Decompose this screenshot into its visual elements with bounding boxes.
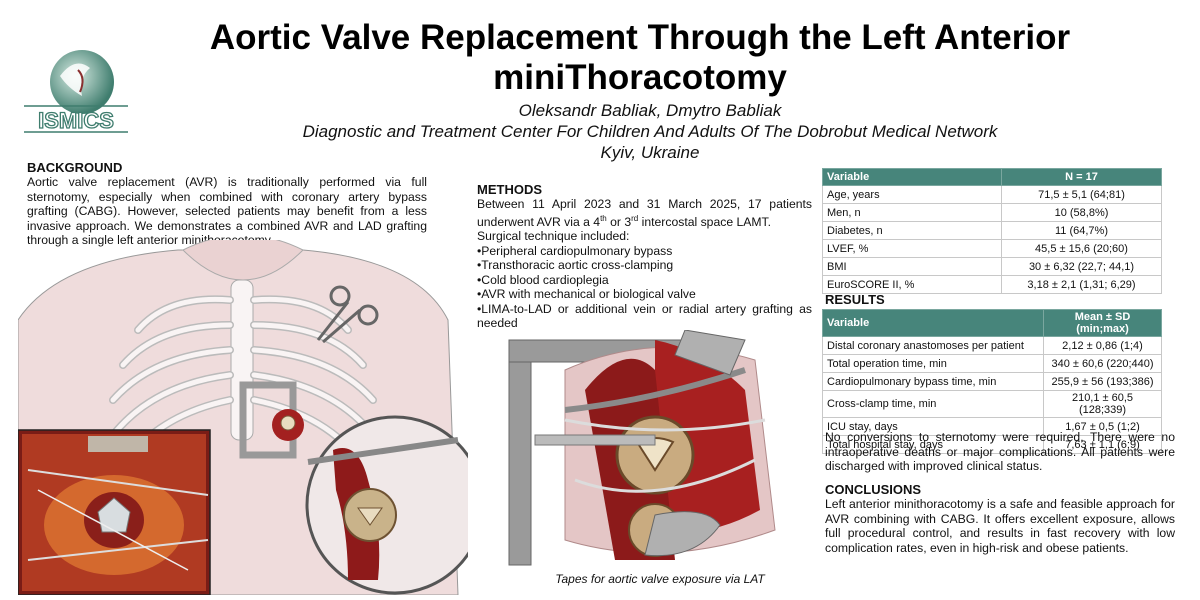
results-text: No conversions to sternotomy were requir… bbox=[825, 430, 1175, 473]
chest-illustration bbox=[17, 234, 485, 596]
table-cell: 30 ± 6,32 (22,7; 44,1) bbox=[1001, 257, 1162, 276]
location: Kyiv, Ukraine bbox=[600, 143, 700, 162]
logo-text: ISMICS bbox=[38, 108, 114, 133]
table-cell: 45,5 ± 15,6 (20;60) bbox=[1001, 239, 1162, 258]
list-item: •LIMA-to-LAD or additional vein or radia… bbox=[477, 301, 812, 331]
table-row: LVEF, %45,5 ± 15,6 (20;60) bbox=[822, 239, 1162, 258]
results-table: Variable Mean ± SD (min;max) Distal coro… bbox=[822, 309, 1162, 454]
ismics-logo: ISMICS bbox=[20, 48, 132, 134]
poster-title: Aortic Valve Replacement Through the Lef… bbox=[140, 18, 1140, 98]
technique-intro: Surgical technique included: bbox=[477, 229, 630, 244]
table-cell: 340 ± 60,6 (220;440) bbox=[1043, 354, 1162, 373]
conclusions-text: Left anterior minithoracotomy is a safe … bbox=[825, 497, 1175, 555]
table-header-row: Variable N = 17 bbox=[822, 168, 1162, 186]
table-cell: Cross-clamp time, min bbox=[822, 390, 1044, 418]
table-cell: 71,5 ± 5,1 (64;81) bbox=[1001, 185, 1162, 204]
table-cell: 255,9 ± 56 (193;386) bbox=[1043, 372, 1162, 391]
table-cell: 7,63 ± 1,1 (6;9) bbox=[1043, 435, 1162, 454]
background-text: Aortic valve replacement (AVR) is tradit… bbox=[27, 175, 427, 247]
table-header-row: Variable Mean ± SD (min;max) bbox=[822, 309, 1162, 337]
technique-list: •Peripheral cardiopulmonary bypass •Tran… bbox=[477, 244, 812, 331]
methods-text: Between 11 April 2023 and 31 March 2025,… bbox=[477, 197, 812, 229]
table-cell: 11 (64,7%) bbox=[1001, 221, 1162, 240]
methods-heading: METHODS bbox=[477, 182, 542, 197]
author-block: Oleksandr Babliak, Dmytro Babliak Diagno… bbox=[200, 100, 1100, 163]
list-item: •Transthoracic aortic cross-clamping bbox=[477, 258, 674, 273]
table-header: N = 17 bbox=[1001, 168, 1162, 186]
table-cell: Total hospital stay, days bbox=[822, 435, 1044, 454]
title-line-2: miniThoracotomy bbox=[493, 58, 787, 97]
table-cell: 3,18 ± 2,1 (1,31; 6,29) bbox=[1001, 275, 1162, 294]
table-header: Mean ± SD (min;max) bbox=[1043, 309, 1162, 337]
table-cell: Total operation time, min bbox=[822, 354, 1044, 373]
authors: Oleksandr Babliak, Dmytro Babliak bbox=[518, 101, 782, 120]
background-heading: BACKGROUND bbox=[27, 160, 123, 175]
table-cell: Age, years bbox=[822, 185, 1002, 204]
affiliation: Diagnostic and Treatment Center For Chil… bbox=[302, 122, 998, 141]
table-cell: Men, n bbox=[822, 203, 1002, 222]
table-header: Variable bbox=[822, 168, 1002, 186]
table-cell: Cardiopulmonary bypass time, min bbox=[822, 372, 1044, 391]
table-header: Variable bbox=[822, 309, 1044, 337]
valve-exposure-illustration bbox=[505, 329, 815, 570]
figure-caption: Tapes for aortic valve exposure via LAT bbox=[555, 572, 765, 586]
table-cell: EuroSCORE II, % bbox=[822, 275, 1002, 294]
conclusions-section: CONCLUSIONS Left anterior minithoracotom… bbox=[825, 482, 1175, 555]
results-heading: RESULTS bbox=[825, 292, 885, 307]
table-cell: Diabetes, n bbox=[822, 221, 1002, 240]
table-row: EuroSCORE II, %3,18 ± 2,1 (1,31; 6,29) bbox=[822, 275, 1162, 294]
table-cell: 2,12 ± 0,86 (1;4) bbox=[1043, 336, 1162, 355]
table-cell: 10 (58,8%) bbox=[1001, 203, 1162, 222]
title-line-1: Aortic Valve Replacement Through the Lef… bbox=[209, 18, 1071, 57]
list-item: •Cold blood cardioplegia bbox=[477, 272, 609, 287]
table-cell: Distal coronary anastomoses per patient bbox=[822, 336, 1044, 355]
table-cell: 210,1 ± 60,5 (128;339) bbox=[1043, 390, 1162, 418]
background-section: BACKGROUND Aortic valve replacement (AVR… bbox=[27, 160, 427, 248]
table-cell: BMI bbox=[822, 257, 1002, 276]
table-cell: LVEF, % bbox=[822, 239, 1002, 258]
conclusions-heading: CONCLUSIONS bbox=[825, 482, 922, 497]
list-item: •Peripheral cardiopulmonary bypass bbox=[477, 243, 673, 258]
methods-section: METHODS Between 11 April 2023 and 31 Mar… bbox=[477, 182, 812, 331]
list-item: •AVR with mechanical or biological valve bbox=[477, 287, 696, 302]
